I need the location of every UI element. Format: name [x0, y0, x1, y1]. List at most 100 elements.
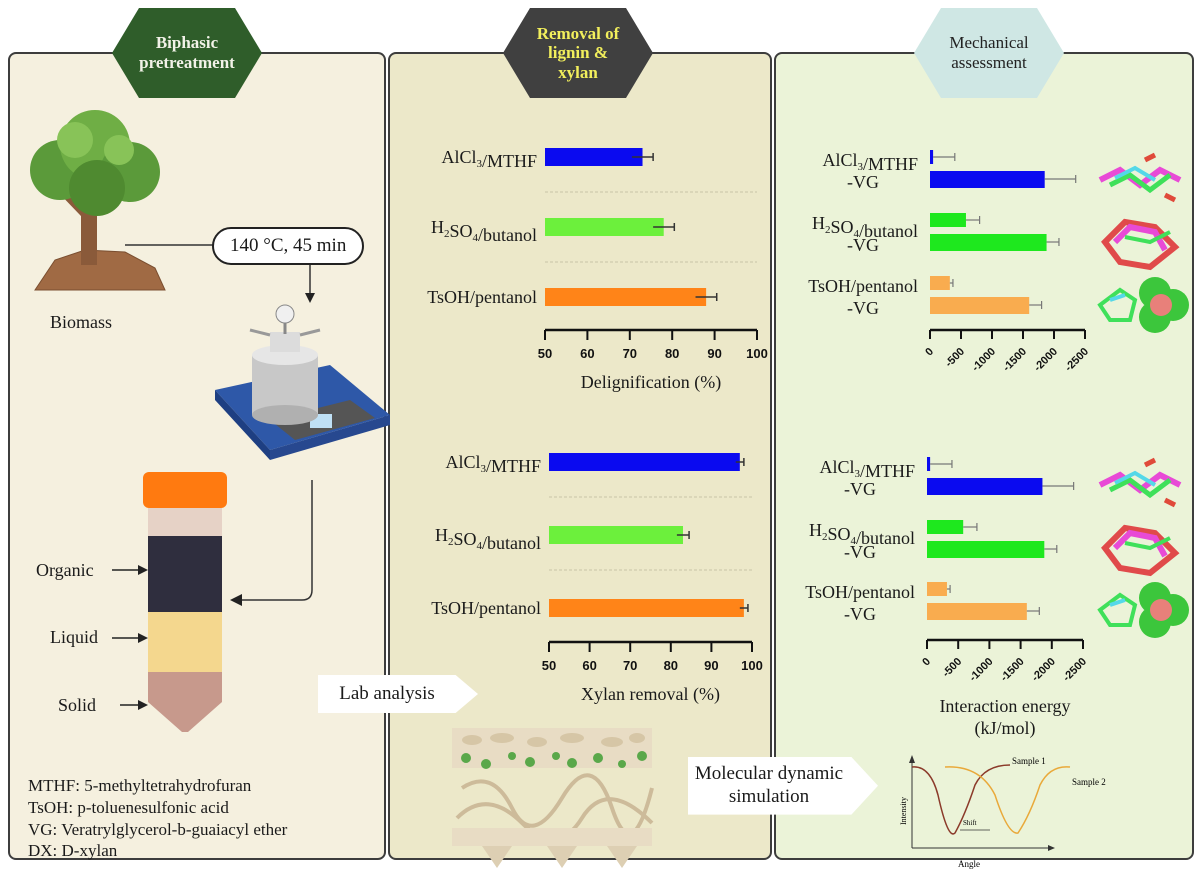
vg-suffix-label: -VG — [844, 604, 876, 624]
category-label: TsOH/pentanol — [431, 598, 541, 618]
abbreviation-list: MTHF: 5-methyltetrahydrofuran TsOH: p-to… — [28, 775, 287, 862]
x-tick-label: 90 — [704, 658, 718, 673]
molecule-tsoh-icon — [1097, 277, 1189, 333]
centrifuge-tube-icon — [143, 472, 227, 732]
category-label-part: TsOH/pentanol — [808, 276, 918, 296]
sample-2-curve — [944, 766, 1071, 834]
x-tick-label: -1000 — [967, 656, 995, 684]
category-label-part: AlCl — [819, 457, 854, 477]
molecule-alcl3-icon — [1098, 152, 1182, 203]
category-label-part: /butanol — [478, 225, 537, 245]
category-label-part: /butanol — [856, 528, 915, 548]
bar-solvent — [927, 520, 964, 534]
x-axis-title: Interaction energy — [939, 696, 1070, 716]
x-tick-label: 60 — [580, 346, 594, 361]
shift-label: Shift — [963, 819, 977, 827]
category-label-part: /MTHF — [486, 456, 541, 476]
sample-1-curve — [911, 764, 1011, 835]
category-label: AlCl3/MTHF — [441, 147, 537, 171]
category-label: TsOH/pentanol — [808, 276, 918, 296]
angle-axis-label: Angle — [958, 859, 980, 869]
bar-vg — [927, 541, 1045, 558]
bar-vg — [930, 297, 1030, 314]
x-tick-label: 90 — [707, 346, 721, 361]
x-tick-label: 60 — [582, 658, 596, 673]
molecule-tsoh-icon-2 — [1097, 582, 1189, 638]
sample-2-label: Sample 2 — [1072, 777, 1106, 787]
bar-vg — [930, 171, 1045, 188]
reactor-icon — [215, 304, 390, 460]
x-tick-label: 0 — [923, 346, 936, 359]
category-label-part: 3 — [857, 161, 863, 173]
category-label-part: SO — [830, 217, 853, 237]
bar — [549, 599, 744, 617]
category-label-part: 2 — [822, 531, 828, 543]
category-label: TsOH/pentanol — [805, 582, 915, 602]
x-tick-label: -2000 — [1032, 346, 1060, 374]
bar-vg — [930, 234, 1047, 251]
category-label: AlCl3/MTHF — [445, 452, 541, 476]
category-label-part: /butanol — [482, 533, 541, 553]
abbreviation-mthf: MTHF: 5-methyltetrahydrofuran — [28, 776, 252, 795]
category-label: AlCl3/MTHF — [819, 457, 915, 481]
md-simulation-tag: Molecular dynamic simulation — [688, 757, 878, 815]
category-label-part: /MTHF — [482, 151, 537, 171]
x-tick-label: 80 — [665, 346, 679, 361]
x-tick-label: -2000 — [1030, 656, 1058, 684]
category-label-part: 3 — [480, 463, 486, 475]
category-label-part: SO — [449, 221, 472, 241]
md-simulation-chart: Shift Sample 1 Sample 2 Intensity Angle — [899, 755, 1106, 869]
category-label: TsOH/pentanol — [427, 287, 537, 307]
bar-vg — [927, 478, 1043, 495]
interaction-energy-chart-1: AlCl3/MTHF-VGH2SO4/butanol-VGTsOH/pentan… — [808, 150, 1091, 374]
bar-solvent — [927, 457, 931, 471]
bar — [545, 288, 707, 306]
category-label-part: TsOH/pentanol — [805, 582, 915, 602]
phase-arrows — [112, 565, 148, 710]
category-label-part: /MTHF — [863, 154, 918, 174]
category-label-part: 2 — [825, 224, 831, 236]
abbreviation-vg: VG: Veratrylglycerol-b-guaiacyl ether — [28, 819, 288, 839]
x-tick-label: 100 — [746, 346, 768, 361]
vg-suffix-label: -VG — [844, 479, 876, 499]
vg-suffix-label: -VG — [844, 542, 876, 562]
bar-vg — [927, 603, 1027, 620]
category-label-part: 2 — [444, 228, 450, 240]
x-tick-label: -500 — [940, 656, 964, 680]
section-title-mechanical: Mechanical assessment — [914, 8, 1064, 98]
x-tick-label: -1500 — [1001, 346, 1029, 374]
section-title-text: Biphasic pretreatment — [139, 33, 235, 72]
bar-solvent — [930, 213, 966, 227]
x-tick-label: 100 — [741, 658, 763, 673]
category-label-part: H — [812, 213, 825, 233]
category-label-part: 2 — [448, 536, 454, 548]
category-label-part: TsOH/pentanol — [431, 598, 541, 618]
category-label-part: AlCl — [822, 150, 857, 170]
category-label-part: 4 — [851, 535, 857, 547]
interaction-energy-chart-2: AlCl3/MTHF-VGH2SO4/butanol-VGTsOH/pentan… — [805, 457, 1089, 739]
category-label-part: AlCl — [445, 452, 480, 472]
molecule-h2so4-icon — [1101, 218, 1180, 271]
flow-arrow-to-tube — [230, 480, 313, 606]
bar — [549, 526, 683, 544]
condition-label: 140 °C, 45 min — [212, 227, 365, 265]
x-tick-label: 80 — [664, 658, 678, 673]
x-tick-label: -2500 — [1063, 346, 1091, 374]
category-label-part: AlCl — [441, 147, 476, 167]
sample-1-label: Sample 1 — [1012, 756, 1046, 766]
category-label: H2SO4/butanol — [812, 213, 918, 241]
intensity-axis-label: Intensity — [899, 797, 908, 825]
x-axis-unit: (kJ/mol) — [975, 718, 1036, 739]
category-label-part: /MTHF — [860, 461, 915, 481]
x-tick-label: 50 — [538, 346, 552, 361]
x-tick-label: -2500 — [1061, 656, 1089, 684]
category-label-part: TsOH/pentanol — [427, 287, 537, 307]
vg-suffix-label: -VG — [847, 235, 879, 255]
bar-solvent — [930, 276, 950, 290]
lab-analysis-tag: Lab analysis — [318, 675, 478, 713]
category-label-part: 4 — [473, 232, 479, 244]
bar — [549, 453, 740, 471]
biomass-label: Biomass — [50, 312, 113, 332]
